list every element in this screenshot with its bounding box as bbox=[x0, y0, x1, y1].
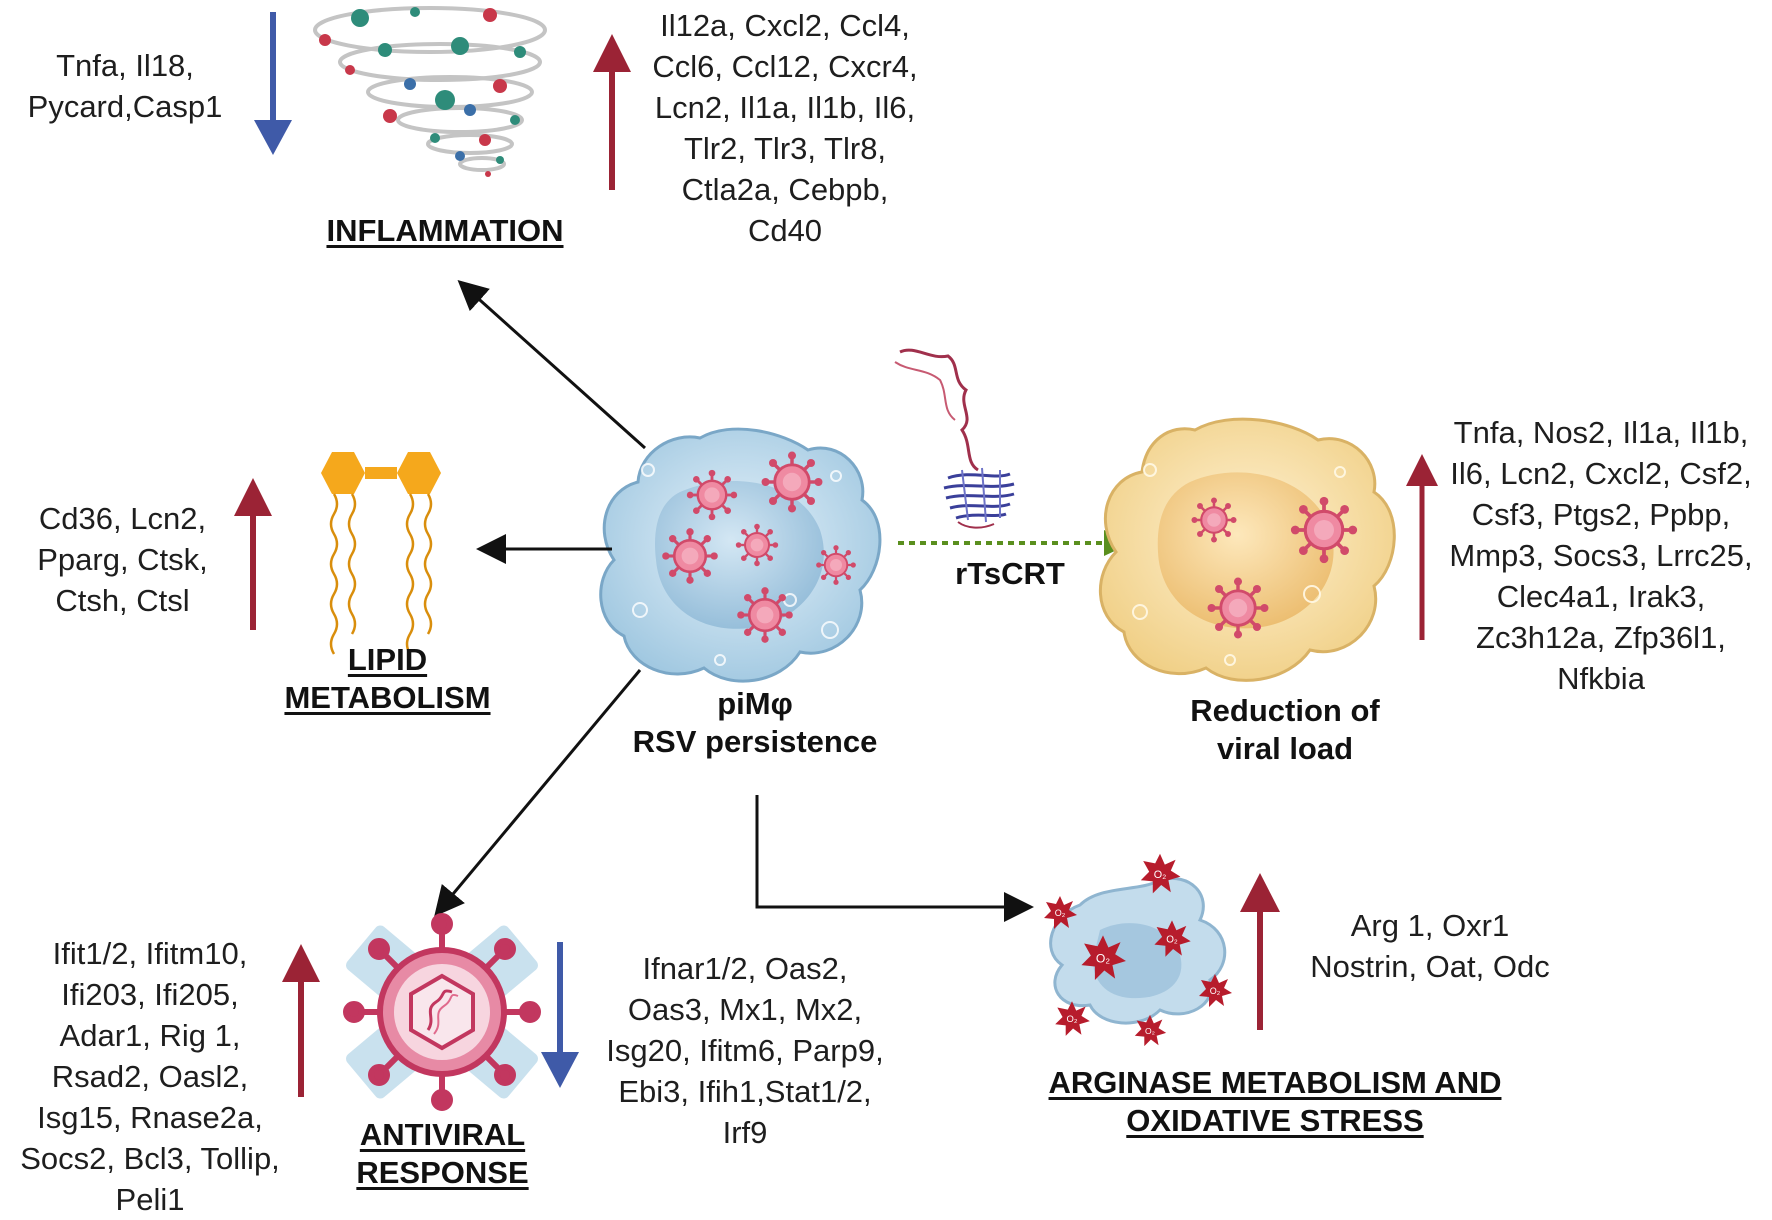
inflammation-up-arrow bbox=[593, 34, 631, 190]
oxidative-stress-cell-icon bbox=[1044, 853, 1232, 1047]
arrow-to-arginase bbox=[755, 795, 1034, 922]
antiviral-down-genes: Ifnar1/2, Oas2, Oas3, Mx1, Mx2, Isg20, I… bbox=[606, 951, 884, 1150]
arginase-up-genes: Arg 1, Oxr1 Nostrin, Oat, Odc bbox=[1310, 908, 1550, 984]
lipid-title: LIPID METABOLISM bbox=[284, 642, 491, 715]
lipid-up-genes: Cd36, Lcn2, Pparg, Ctsk, Ctsh, Ctsl bbox=[37, 501, 208, 618]
macrophage-infected-icon bbox=[599, 427, 882, 683]
arginase-up-arrow bbox=[1240, 873, 1280, 1030]
flow-arrows bbox=[434, 279, 1034, 922]
inflammation-down-genes: Tnfa, Il18, Pycard,Casp1 bbox=[27, 48, 223, 124]
arginase-title: ARGINASE METABOLISM AND OXIDATIVE STRESS bbox=[1048, 1065, 1502, 1138]
antiviral-title: ANTIVIRAL RESPONSE bbox=[356, 1117, 529, 1190]
tornado-icon bbox=[313, 6, 547, 177]
protein-structure-icon bbox=[894, 348, 1015, 529]
antiviral-up-genes: Ifit1/2, Ifitm10, Ifi203, Ifi205, Adar1,… bbox=[20, 936, 280, 1217]
center-label: piMφ RSV persistence bbox=[632, 686, 878, 759]
treated-macrophage-icon bbox=[1098, 417, 1396, 682]
virus-icon bbox=[343, 913, 541, 1111]
lipid-bilayer-icon bbox=[321, 452, 441, 655]
inflammation-down-arrow bbox=[254, 12, 292, 155]
treatment-arrow bbox=[898, 530, 1132, 556]
reduction-up-arrow bbox=[1406, 454, 1438, 640]
inflammation-title: INFLAMMATION bbox=[326, 213, 564, 248]
treatment-label: rTsCRT bbox=[955, 556, 1065, 591]
antiviral-down-arrow bbox=[541, 942, 579, 1088]
lipid-up-arrow bbox=[234, 478, 272, 630]
reduction-up-genes: Tnfa, Nos2, Il1a, Il1b, Il6, Lcn2, Cxcl2… bbox=[1449, 415, 1753, 696]
arrow-to-antiviral bbox=[434, 669, 642, 917]
reduction-label: Reduction of viral load bbox=[1190, 693, 1380, 766]
antiviral-up-arrow bbox=[282, 944, 320, 1097]
arrow-to-inflammation bbox=[457, 279, 647, 450]
inflammation-up-genes: Il12a, Cxcl2, Ccl4, Ccl6, Ccl12, Cxcr4, … bbox=[652, 8, 918, 248]
